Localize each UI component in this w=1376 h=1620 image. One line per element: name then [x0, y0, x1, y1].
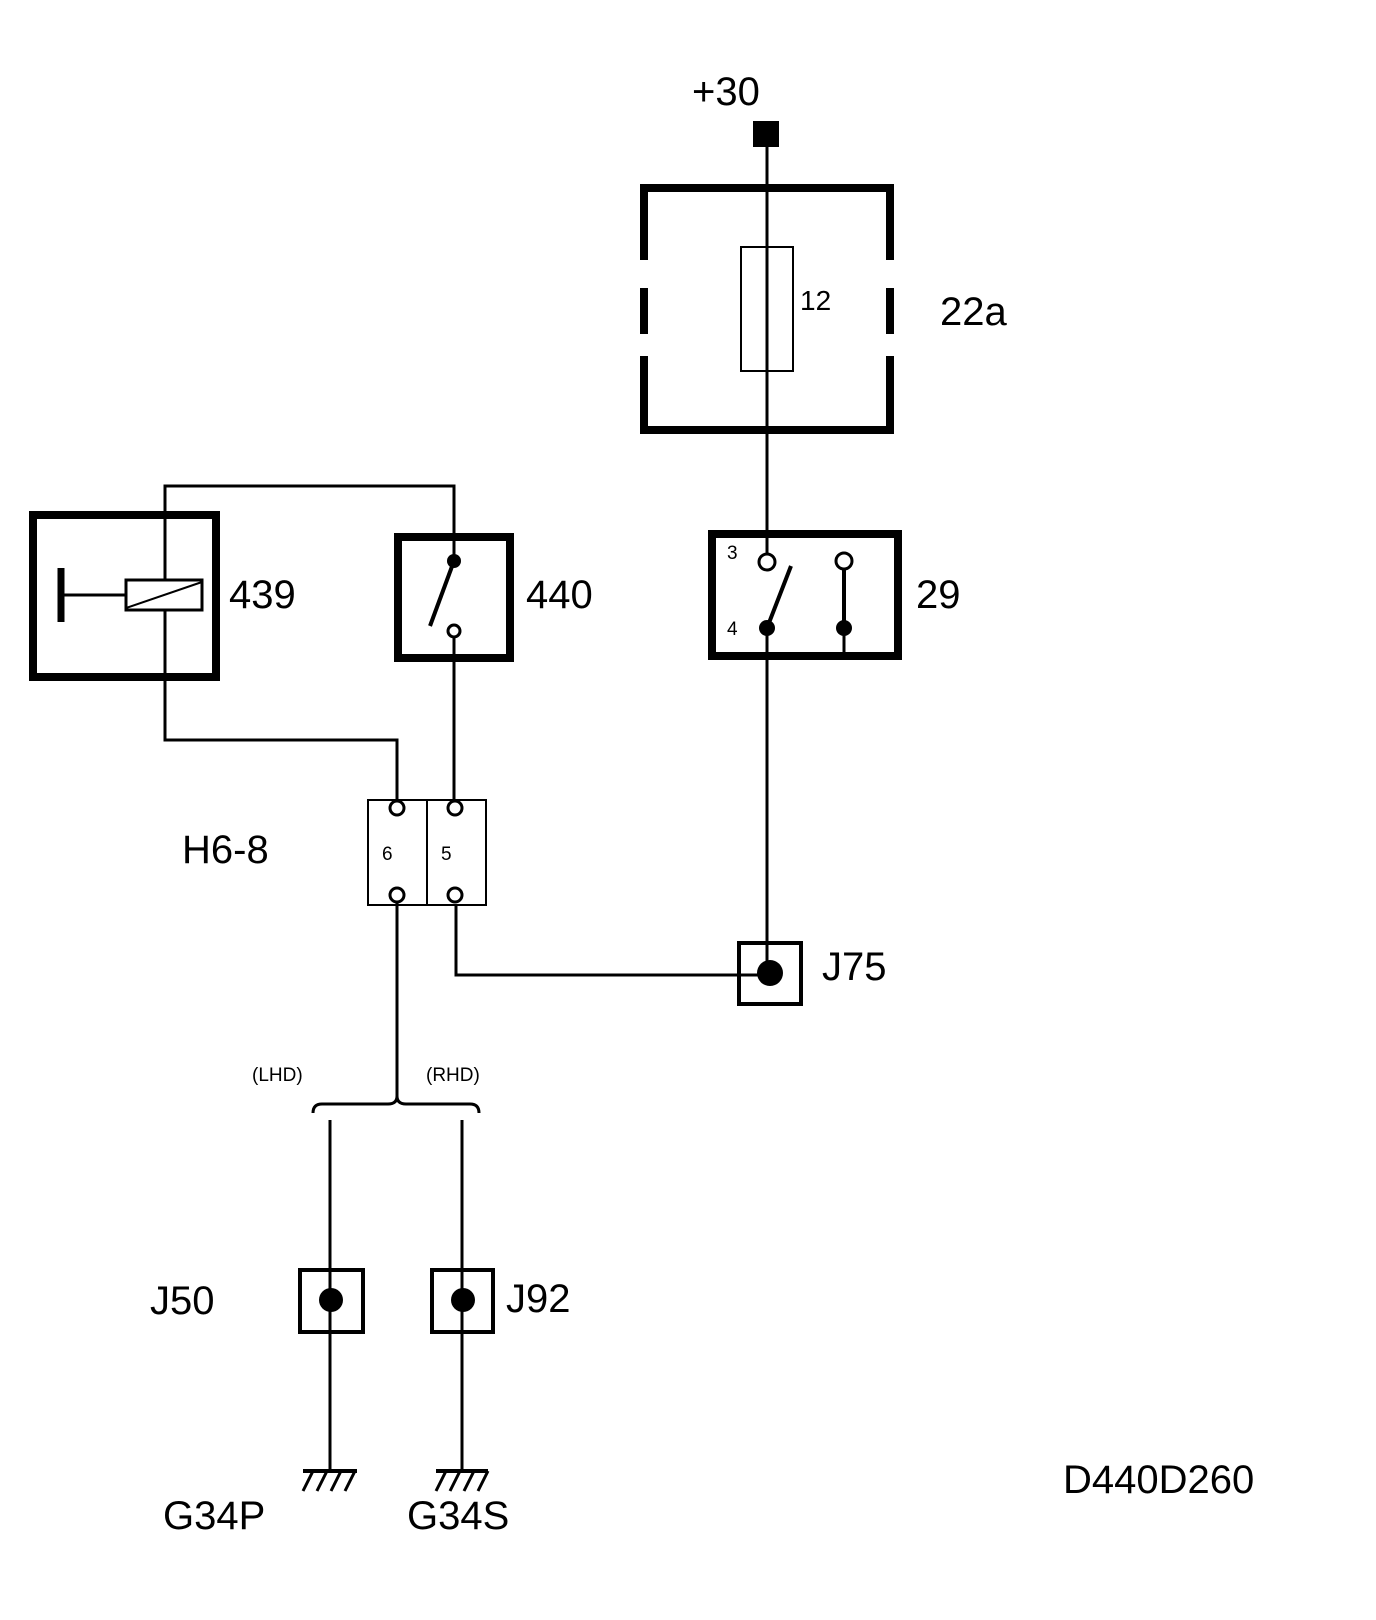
connector-pin-5: 5 — [441, 844, 452, 865]
connector-label: H6-8 — [182, 828, 269, 872]
ground-g34s-label: G34S — [407, 1494, 509, 1538]
variant-rhd-label: (RHD) — [426, 1065, 480, 1086]
switch-29: 3 4 29 — [708, 530, 961, 660]
variant-lhd-label: (LHD) — [252, 1065, 303, 1086]
junction-j50-label: J50 — [150, 1279, 215, 1323]
junction-j92-label: J92 — [506, 1277, 571, 1321]
connector-pin-6: 6 — [382, 844, 393, 865]
supply-terminal: +30 — [692, 70, 779, 147]
ground-g34p: G34P — [163, 1469, 357, 1538]
supply-label: +30 — [692, 70, 760, 114]
connector-h6-8: 6 5 H6-8 — [182, 799, 487, 906]
ground-g34p-label: G34P — [163, 1494, 265, 1538]
ground-g34s: G34S — [407, 1469, 509, 1538]
fuse-box-label: 22a — [940, 290, 1007, 334]
junction-j75: J75 — [737, 941, 887, 1006]
variant-brace: (LHD) (RHD) — [252, 1065, 481, 1114]
junction-j92: J92 — [430, 1268, 571, 1334]
switch-29-pin-3: 3 — [727, 543, 738, 564]
switch-29-label: 29 — [916, 573, 961, 617]
switch-29-pin-4: 4 — [727, 619, 738, 640]
junction-j50: J50 — [150, 1268, 365, 1334]
fuse-box-22a: 12 22a — [640, 184, 1007, 434]
component-440-label: 440 — [526, 573, 593, 617]
component-439: 439 — [29, 511, 296, 681]
drawing-id: D440D260 — [1063, 1458, 1254, 1502]
component-440: 440 — [394, 533, 593, 662]
component-439-label: 439 — [229, 573, 296, 617]
fuse-number: 12 — [800, 285, 831, 316]
junction-j75-label: J75 — [822, 945, 887, 989]
